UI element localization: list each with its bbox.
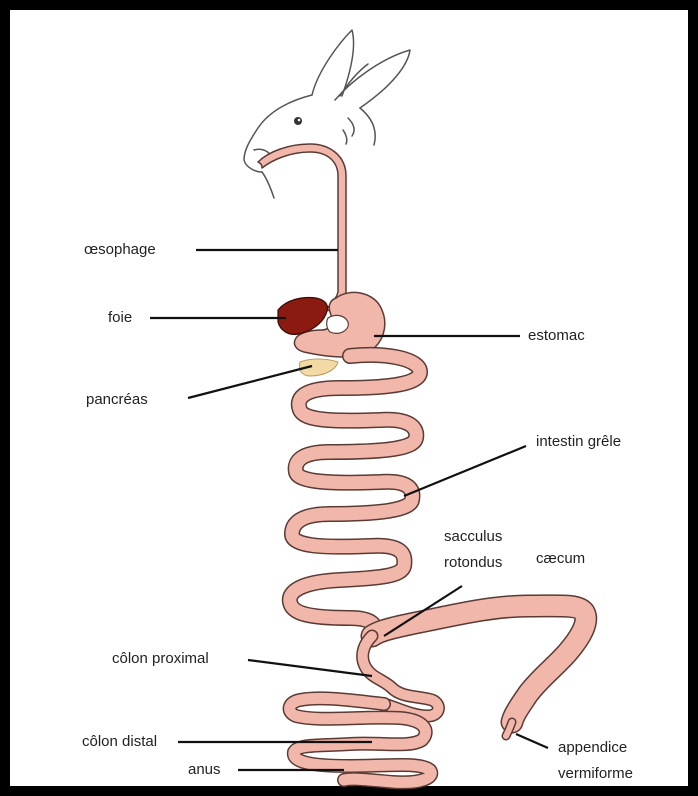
label-oesophage: œsophage: [84, 241, 156, 258]
label-intestin: intestin grêle: [536, 433, 621, 450]
rabbit-head-drawing: [244, 30, 410, 198]
digestive-tract: [258, 144, 586, 782]
label-appendice-line1: appendice: [558, 739, 627, 756]
rabbit-eye-highlight: [298, 119, 301, 122]
stomach-pocket: [327, 315, 349, 333]
leader-appendice: [516, 734, 548, 748]
label-sacculus-line1: sacculus: [444, 528, 502, 545]
label-pancreas: pancréas: [86, 391, 148, 408]
label-colon-proximal: côlon proximal: [112, 650, 209, 667]
mouth-oesophagus-shape: [258, 144, 346, 312]
label-appendice-line2: vermiforme: [558, 765, 633, 782]
label-anus: anus: [188, 761, 221, 778]
leader-intestin: [404, 446, 526, 496]
liver-shape: [278, 298, 328, 335]
leader-pancreas: [188, 366, 312, 398]
rabbit-eye: [294, 117, 302, 125]
label-caecum: cæcum: [536, 550, 585, 567]
small-intestine-shape-fill: [290, 355, 420, 636]
label-sacculus-line2: rotondus: [444, 554, 502, 571]
leader-colon-proximal: [248, 660, 372, 676]
label-estomac: estomac: [528, 327, 585, 344]
label-colon-distal: côlon distal: [82, 733, 157, 750]
label-foie: foie: [108, 309, 132, 326]
